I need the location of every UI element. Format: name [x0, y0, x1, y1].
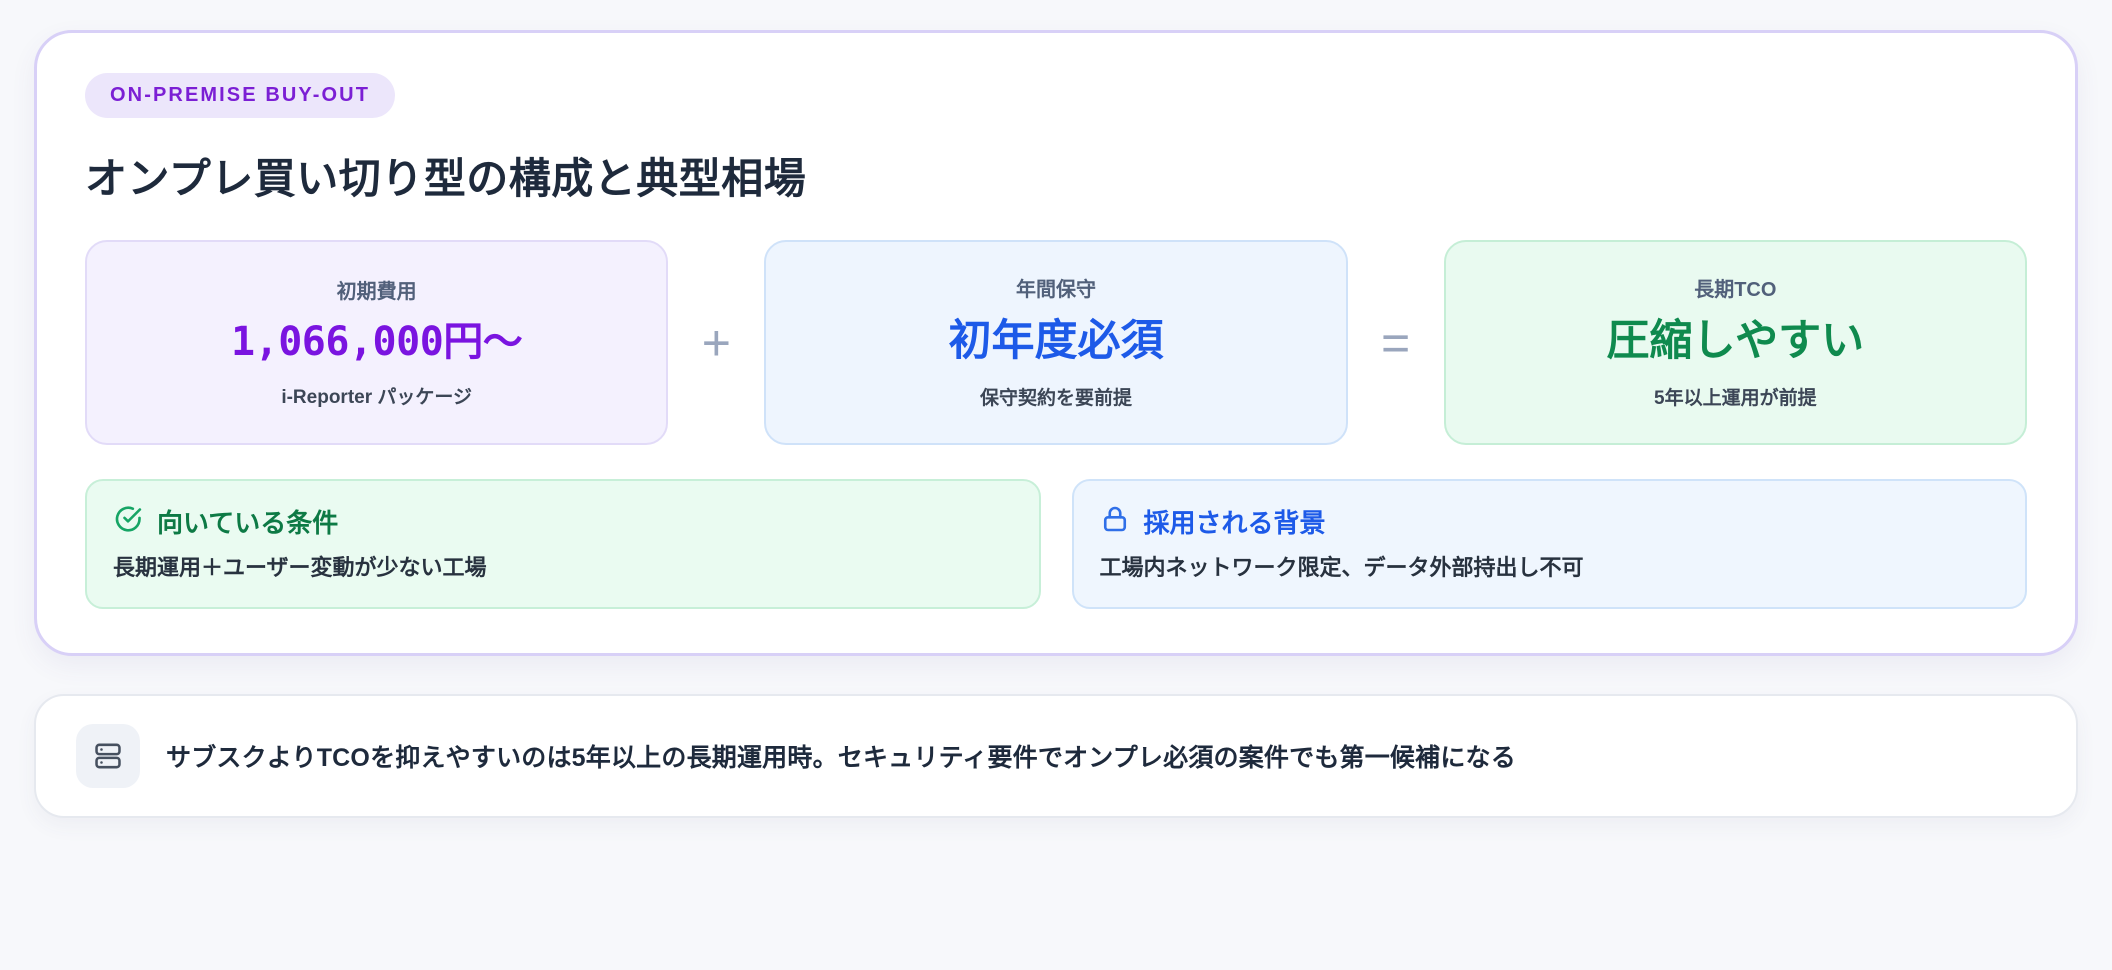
lock-icon — [1100, 504, 1130, 539]
check-circle-icon — [113, 504, 143, 539]
panel-body: 工場内ネットワーク限定、データ外部持出し不可 — [1099, 555, 1584, 580]
section-badge: ON-PREMISE BUY-OUT — [85, 73, 396, 118]
metric-note: 保守契約を要前提 — [979, 388, 1132, 410]
page-title: オンプレ買い切り型の構成と典型相場 — [85, 155, 807, 202]
operator-plus: + — [701, 314, 731, 371]
metric-row: 初期費用 1,066,000円〜 i-Reporter パッケージ + 年間保守… — [85, 240, 2027, 445]
panel-header: 向いている条件 — [113, 503, 1013, 540]
panel-header: 採用される背景 — [1100, 503, 2000, 540]
operator-equals: = — [1381, 314, 1411, 371]
metric-card-initial-cost: 初期費用 1,066,000円〜 i-Reporter パッケージ — [85, 240, 669, 445]
footer-text: サブスクよりTCOを抑えやすいのは5年以上の長期運用時。セキュリティ要件でオンプ… — [166, 743, 1516, 772]
metric-value: 1,066,000円〜 — [231, 318, 523, 365]
metric-label: 年間保守 — [1015, 278, 1096, 301]
metric-label: 長期TCO — [1694, 278, 1777, 301]
metric-value: 圧縮しやすい — [1606, 316, 1865, 365]
footer-summary-card: サブスクよりTCOを抑えやすいのは5年以上の長期運用時。セキュリティ要件でオンプ… — [34, 693, 2078, 818]
metric-note: i-Reporter パッケージ — [281, 386, 472, 408]
metric-value: 初年度必須 — [948, 316, 1164, 365]
panel-body: 長期運用＋ユーザー変動が少ない工場 — [113, 555, 487, 580]
panel-title: 採用される背景 — [1143, 508, 1326, 538]
condition-panel-row: 向いている条件 長期運用＋ユーザー変動が少ない工場 採用される背景 工場内ネット… — [85, 479, 2027, 609]
server-stack-icon — [76, 723, 140, 788]
metric-card-annual-maintenance: 年間保守 初年度必須 保守契約を要前提 — [764, 240, 1348, 445]
panel-suitable-conditions: 向いている条件 長期運用＋ユーザー変動が少ない工場 — [85, 479, 1041, 609]
metric-card-long-term-tco: 長期TCO 圧縮しやすい 5年以上運用が前提 — [1443, 240, 2027, 445]
panel-adoption-background: 採用される背景 工場内ネットワーク限定、データ外部持出し不可 — [1071, 479, 2027, 609]
metric-note: 5年以上運用が前提 — [1654, 388, 1817, 410]
metric-label: 初期費用 — [336, 280, 417, 303]
on-premise-summary-card: ON-PREMISE BUY-OUT オンプレ買い切り型の構成と典型相場 初期費… — [34, 30, 2078, 656]
panel-title: 向いている条件 — [157, 508, 339, 538]
